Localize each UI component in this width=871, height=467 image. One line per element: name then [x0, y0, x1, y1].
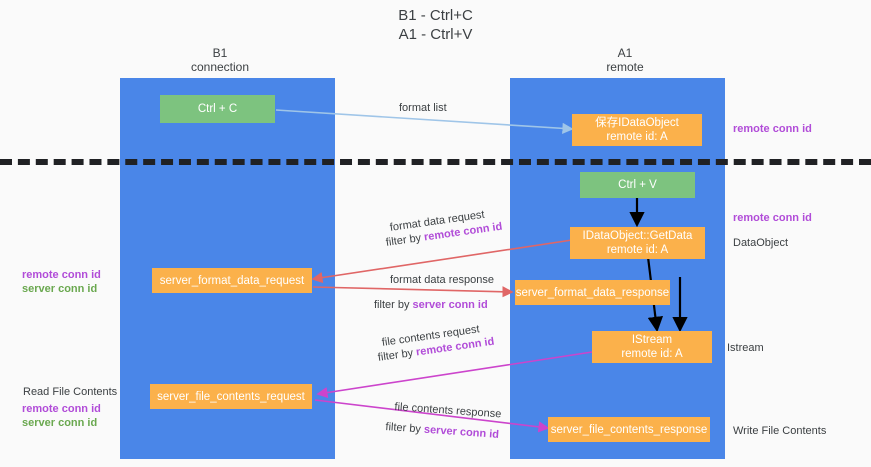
annotation-write-file-contents: Write File Contents	[733, 425, 827, 437]
filter-prefix: filter by	[385, 420, 425, 436]
arrow-format-data-response	[312, 286, 514, 298]
filter-prefix: filter by	[377, 346, 417, 364]
filter-prefix: filter by	[374, 299, 413, 311]
node-server-file-contents-request[interactable]: server_file_contents_request	[150, 384, 312, 409]
phase-divider	[0, 159, 871, 165]
annotation-read-file-contents: Read File Contents	[23, 386, 118, 398]
node-ctrl-v[interactable]: Ctrl + V	[580, 172, 695, 198]
node-idataobject-getdata-label: IDataObject::GetData	[582, 230, 693, 242]
edge-label-file-contents-response: file contents response	[394, 400, 502, 421]
node-istream-sub: remote id: A	[621, 348, 683, 360]
annotation-dataobject: DataObject	[733, 237, 789, 249]
annotation-remote-conn-id-mid: remote conn id	[733, 212, 812, 224]
node-idataobject-getdata[interactable]: IDataObject::GetData remote id: A	[570, 227, 705, 259]
annotation-left-server-conn-id-bottom: server conn id	[22, 417, 98, 429]
node-server-file-contents-request-label: server_file_contents_request	[157, 390, 305, 403]
node-ctrl-c-label: Ctrl + C	[197, 103, 238, 115]
column-header-b1: B1 connection	[140, 46, 300, 74]
annotation-left-server-conn-id-mid: server conn id	[22, 283, 98, 295]
node-save-idataobject-sub: remote id: A	[606, 131, 668, 143]
annotation-left-remote-conn-id-mid: remote conn id	[22, 269, 101, 281]
node-idataobject-getdata-sub: remote id: A	[606, 244, 669, 256]
edge-label-format-data-response-filter: filter by server conn id	[374, 298, 488, 312]
edge-label-format-list: format list	[399, 102, 447, 114]
filter-prefix: filter by	[385, 231, 425, 249]
node-server-file-contents-response[interactable]: server_file_contents_response	[548, 417, 710, 442]
node-server-format-data-request[interactable]: server_format_data_request	[152, 268, 312, 293]
node-save-idataobject-label: 保存IDataObject	[595, 117, 679, 129]
node-save-idataobject[interactable]: 保存IDataObject remote id: A	[572, 114, 702, 146]
annotation-remote-conn-id-top: remote conn id	[733, 123, 812, 135]
column-header-a1-name: A1	[617, 46, 633, 60]
edge-label-format-data-response: format data response	[390, 274, 494, 286]
node-istream[interactable]: IStream remote id: A	[592, 331, 712, 363]
annotation-left-remote-conn-id-bottom: remote conn id	[22, 403, 101, 415]
column-header-a1: A1 remote	[545, 46, 705, 74]
column-header-b1-name: B1	[212, 46, 228, 60]
title-line-1: B1 - Ctrl+C	[398, 7, 473, 24]
node-server-format-data-response[interactable]: server_format_data_response	[515, 280, 670, 305]
edge-label-file-contents-response-text: file contents response	[394, 400, 502, 421]
title-line-2: A1 - Ctrl+V	[398, 26, 473, 43]
node-ctrl-c[interactable]: Ctrl + C	[160, 95, 275, 123]
diagram-title: B1 - Ctrl+C A1 - Ctrl+V	[0, 6, 871, 44]
filter-key-server-conn-id: server conn id	[412, 299, 488, 311]
node-istream-label: IStream	[631, 334, 673, 346]
edge-label-file-contents-response-filter: filter by server conn id	[385, 420, 499, 442]
column-header-a1-role: remote	[606, 60, 644, 74]
node-ctrl-v-label: Ctrl + V	[618, 179, 657, 191]
annotation-istream: Istream	[727, 342, 764, 354]
node-server-file-contents-response-label: server_file_contents_response	[550, 423, 708, 436]
column-header-b1-role: connection	[190, 60, 250, 74]
node-server-format-data-response-label: server_format_data_response	[515, 286, 670, 299]
node-server-format-data-request-label: server_format_data_request	[159, 274, 305, 287]
filter-key-server-conn-id: server conn id	[423, 423, 500, 441]
